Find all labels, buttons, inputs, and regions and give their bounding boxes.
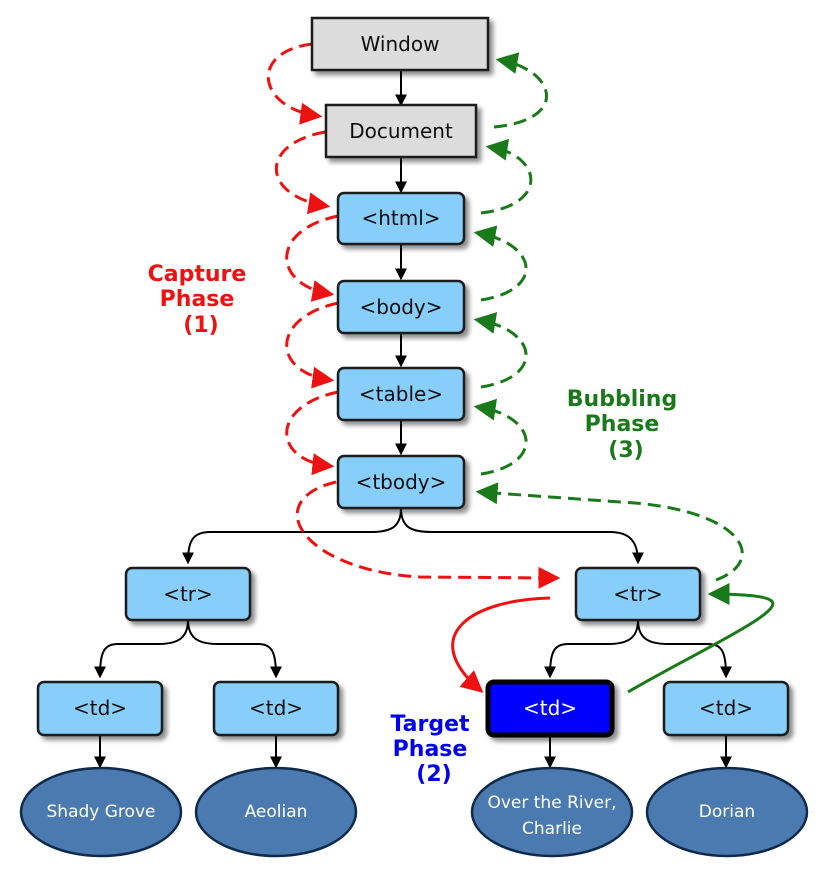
leaf-over-the-river-line2: Charlie bbox=[522, 819, 582, 839]
capture-phase-arrows bbox=[267, 42, 561, 589]
node-td-4: <td> bbox=[662, 680, 790, 737]
node-html-box bbox=[336, 191, 466, 246]
node-tr-left-label: <tr> bbox=[163, 582, 213, 606]
bubbling-phase-arrows bbox=[473, 52, 744, 582]
target-phase-line2: Phase bbox=[393, 737, 468, 762]
bubble-arrow-target-tr bbox=[627, 583, 775, 694]
edge-tbody-tr-left bbox=[182, 507, 402, 565]
node-table-box bbox=[336, 366, 466, 422]
bubbling-phase-label: Bubbling Phase (3) bbox=[567, 387, 677, 463]
node-tbody-label: <tbody> bbox=[356, 470, 447, 494]
edge-trr-td4 bbox=[637, 619, 732, 679]
node-td-4-box bbox=[662, 680, 790, 737]
node-table: <table> bbox=[336, 366, 466, 422]
bubble-arrow-html-document bbox=[480, 138, 533, 215]
edge-trl-td2 bbox=[187, 619, 282, 679]
capture-arrow-body-table bbox=[285, 301, 339, 389]
capture-phase-line2: Phase bbox=[160, 287, 235, 312]
node-td-2-box bbox=[212, 680, 340, 737]
node-body-label: <body> bbox=[360, 295, 443, 319]
edge-trr-td3 bbox=[544, 619, 639, 679]
capture-phase-line1: Capture bbox=[148, 262, 247, 287]
node-tr-right: <tr> bbox=[574, 566, 702, 622]
capture-phase-line3: (1) bbox=[183, 313, 218, 338]
node-td-1-box bbox=[36, 680, 164, 737]
node-tr-left-box bbox=[124, 566, 252, 622]
leaf-shady-grove: Shady Grove bbox=[19, 766, 183, 858]
node-window-box bbox=[310, 16, 490, 72]
node-td-2: <td> bbox=[212, 680, 340, 737]
node-window-label: Window bbox=[361, 32, 440, 56]
leaf-over-the-river: Over the River, Charlie bbox=[470, 766, 634, 858]
bubbling-phase-line2: Phase bbox=[585, 412, 660, 437]
capture-arrow-window-document bbox=[267, 42, 323, 125]
bubble-arrow-body-html bbox=[473, 225, 528, 302]
node-td-4-label: <td> bbox=[699, 696, 753, 720]
leaf-dorian-shape bbox=[645, 766, 809, 858]
leaf-dorian-label: Dorian bbox=[699, 802, 755, 822]
node-html: <html> bbox=[336, 191, 466, 246]
node-document-label: Document bbox=[349, 119, 453, 143]
leaf-shady-grove-shape bbox=[19, 766, 183, 858]
leaf-aeolian: Aeolian bbox=[194, 766, 358, 858]
edge-tbody-tr-right bbox=[400, 507, 644, 565]
bubble-arrow-tr-tbody bbox=[475, 482, 744, 582]
node-td-target-label: <td> bbox=[523, 696, 577, 720]
target-phase-label: Target Phase (2) bbox=[390, 712, 470, 787]
leaf-over-the-river-shape bbox=[470, 766, 634, 858]
leaf-aeolian-shape bbox=[194, 766, 358, 858]
node-tbody: <tbody> bbox=[336, 454, 466, 510]
node-td-1: <td> bbox=[36, 680, 164, 737]
capture-arrow-tbody-tr bbox=[295, 480, 561, 589]
bubbling-phase-line3: (3) bbox=[608, 438, 643, 463]
node-body-box bbox=[336, 279, 466, 335]
node-document-box bbox=[324, 103, 478, 159]
node-td-target: <td> bbox=[485, 679, 615, 738]
edge-trl-td1 bbox=[94, 619, 189, 679]
node-window: Window bbox=[310, 16, 490, 72]
capture-arrow-html-body bbox=[285, 214, 339, 302]
capture-phase-label: Capture Phase (1) bbox=[148, 262, 247, 338]
node-tr-right-label: <tr> bbox=[613, 582, 663, 606]
tree-connectors bbox=[94, 70, 732, 769]
leaf-shady-grove-label: Shady Grove bbox=[47, 802, 156, 822]
node-td-1-label: <td> bbox=[73, 696, 127, 720]
bubble-arrow-tbody-table bbox=[473, 398, 528, 476]
node-html-label: <html> bbox=[361, 206, 440, 230]
bubbling-phase-line1: Bubbling bbox=[567, 387, 677, 412]
target-phase-line1: Target bbox=[390, 712, 470, 737]
bubble-arrow-document-window bbox=[493, 52, 548, 129]
node-td-target-box bbox=[485, 679, 615, 738]
node-td-2-label: <td> bbox=[249, 696, 303, 720]
target-phase-line3: (2) bbox=[416, 762, 451, 787]
node-table-label: <table> bbox=[359, 382, 443, 406]
node-tbody-box bbox=[336, 454, 466, 510]
capture-arrow-table-tbody bbox=[285, 390, 339, 476]
node-tr-left: <tr> bbox=[124, 566, 252, 622]
target-phase-arrow bbox=[451, 596, 551, 693]
node-tr-right-box bbox=[574, 566, 702, 622]
leaf-aeolian-label: Aeolian bbox=[245, 802, 308, 822]
leaf-dorian: Dorian bbox=[645, 766, 809, 858]
node-document: Document bbox=[324, 103, 478, 159]
capture-arrow-document-html bbox=[274, 130, 331, 215]
node-body: <body> bbox=[336, 279, 466, 335]
bubble-arrow-table-body bbox=[473, 312, 528, 389]
leaf-over-the-river-line1: Over the River, bbox=[487, 793, 616, 813]
